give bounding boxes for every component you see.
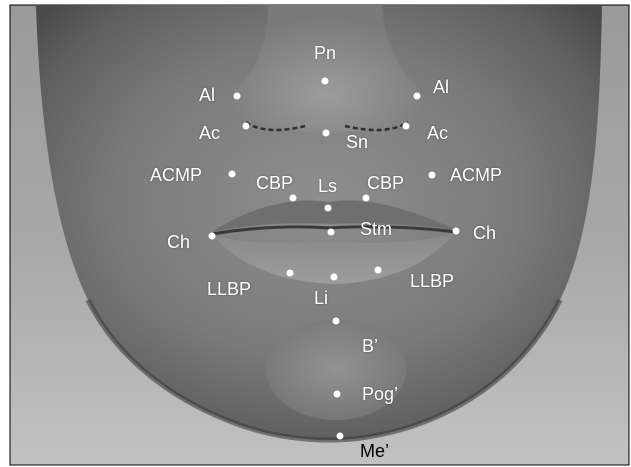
landmark-dot-li <box>331 274 338 281</box>
landmark-dot-cbp-right <box>363 195 370 202</box>
landmark-dot-ch-left <box>209 233 216 240</box>
landmark-dot-al-left <box>234 93 241 100</box>
landmark-dot-b-prime <box>333 318 340 325</box>
landmark-dot-ac-left <box>243 123 250 130</box>
landmark-dot-cbp-left <box>290 195 297 202</box>
landmark-dot-me-prime <box>337 433 344 440</box>
landmark-dot-llbp-left <box>287 270 294 277</box>
landmark-dot-ls <box>325 205 332 212</box>
landmark-dot-pog-prime <box>334 391 341 398</box>
landmark-dot-ch-right <box>453 228 460 235</box>
landmark-dot-stm <box>328 229 335 236</box>
landmark-dot-ac-right <box>403 123 410 130</box>
landmark-dot-acmp-left <box>229 171 236 178</box>
landmark-dot-pn <box>322 78 329 85</box>
landmark-dot-llbp-right <box>375 267 382 274</box>
chin-highlight <box>266 320 406 420</box>
landmark-dot-al-right <box>414 93 421 100</box>
landmark-dot-sn <box>323 130 330 137</box>
landmark-dot-acmp-right <box>429 172 436 179</box>
